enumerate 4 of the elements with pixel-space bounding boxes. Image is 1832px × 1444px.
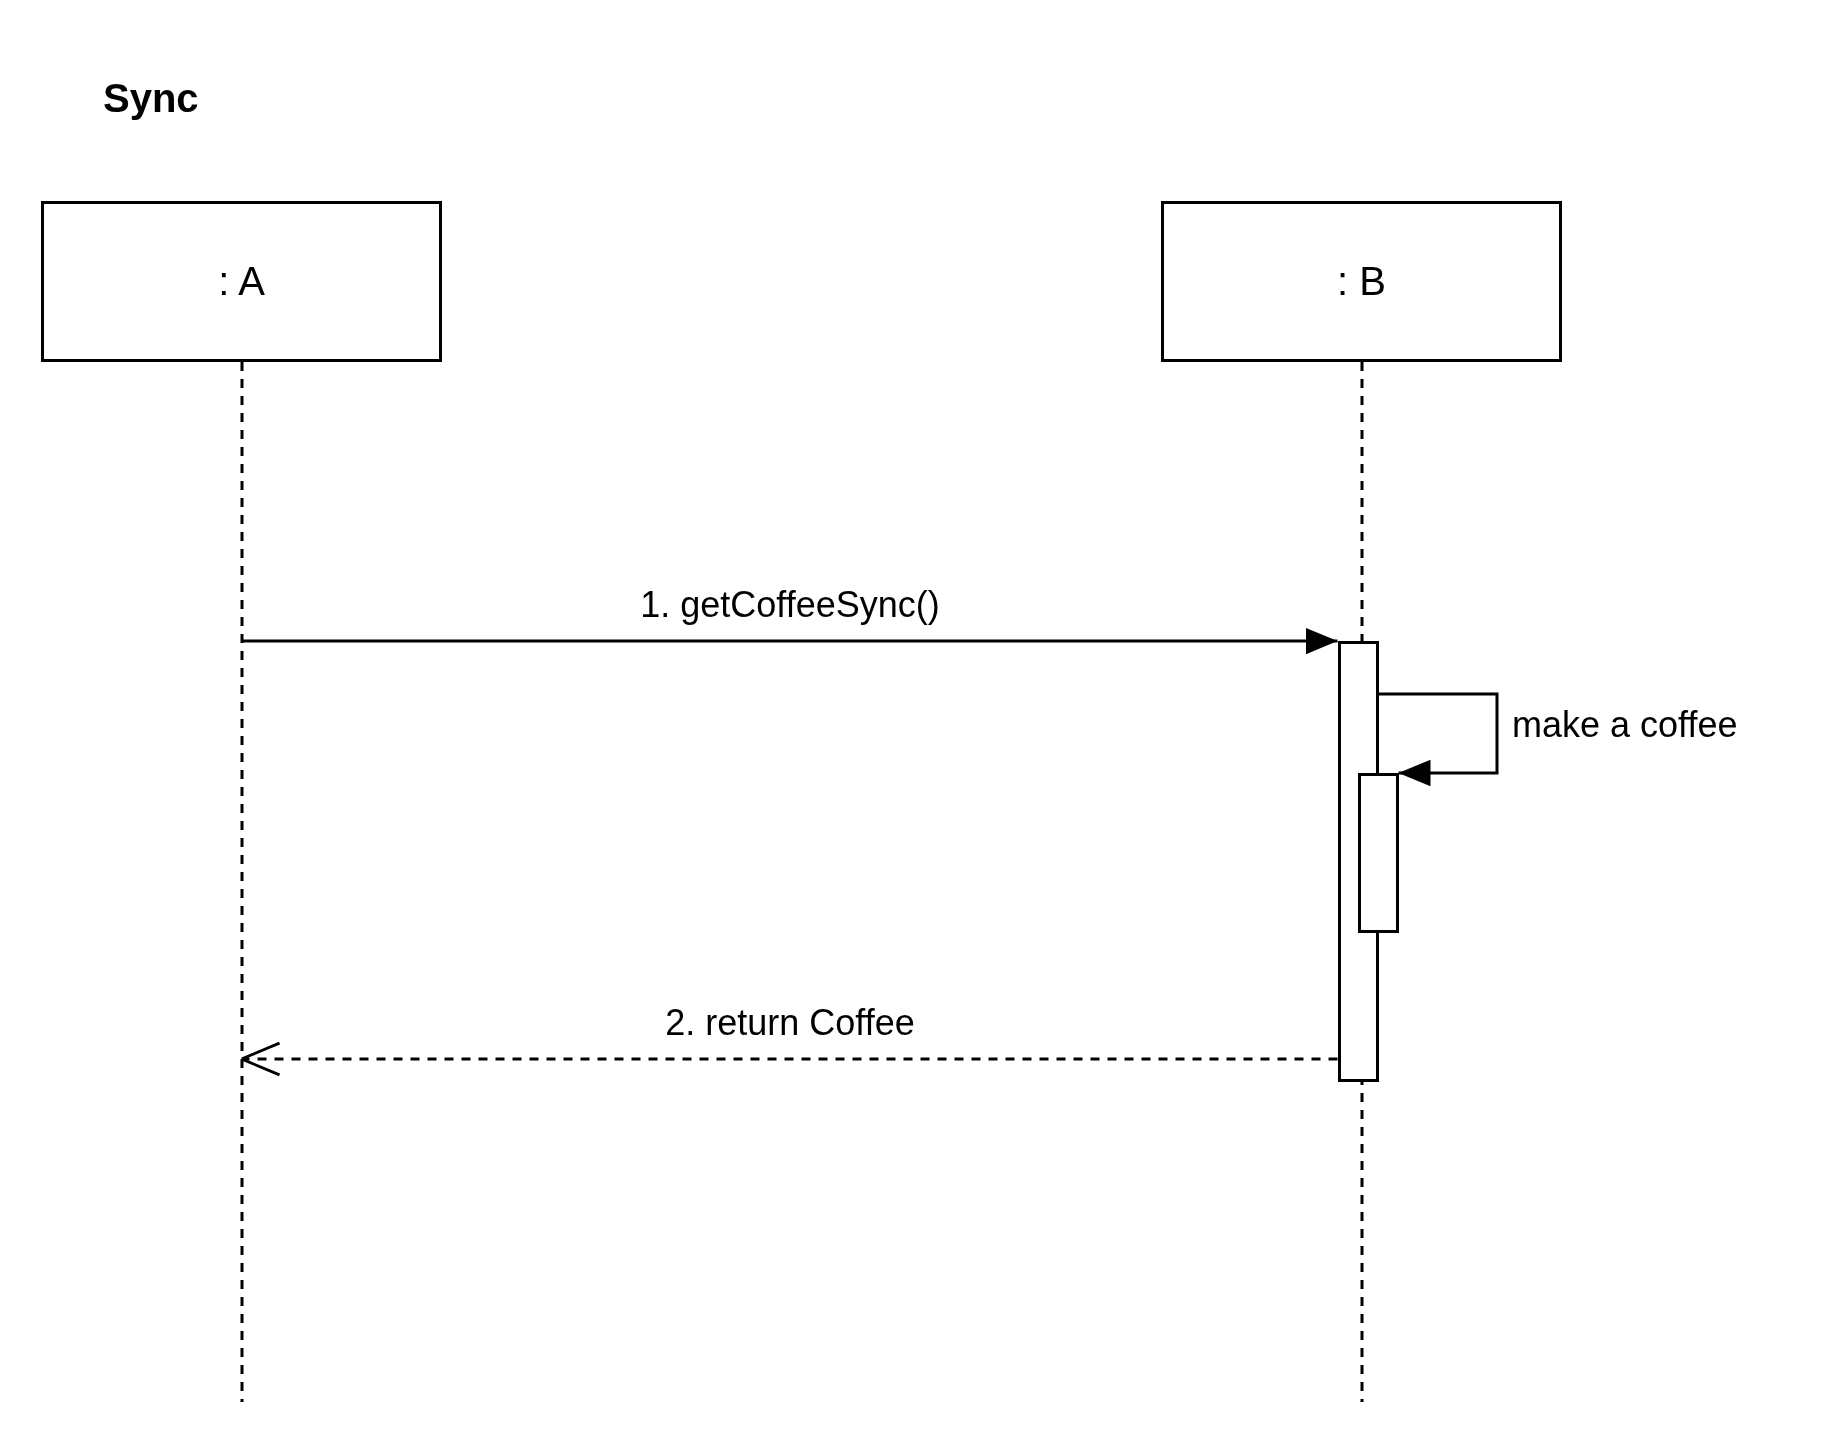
activation-bar: [1357, 773, 1399, 933]
return-arrow: [240, 1041, 1338, 1077]
message-arrow: [241, 627, 1338, 655]
message-arrow: [1378, 692, 1499, 787]
